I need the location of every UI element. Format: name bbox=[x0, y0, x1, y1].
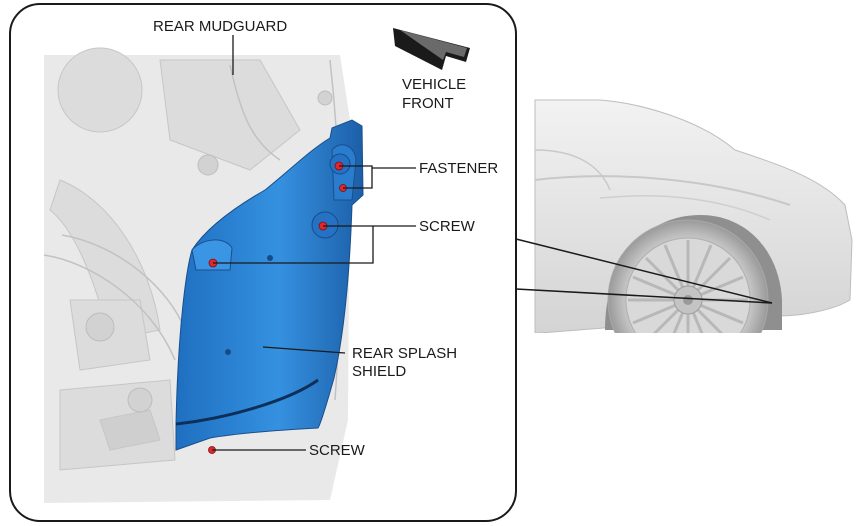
label-fastener: FASTENER bbox=[419, 160, 498, 177]
label-screw-upper: SCREW bbox=[419, 218, 476, 235]
label-rear-splash-shield-line2: SHIELD bbox=[352, 363, 406, 380]
car-overview bbox=[530, 99, 860, 526]
callout-connector bbox=[515, 238, 773, 304]
label-screw-lower: SCREW bbox=[309, 442, 366, 459]
leader-lines bbox=[212, 35, 416, 451]
label-rear-splash-shield-line1: REAR SPLASH bbox=[352, 345, 457, 362]
label-vehicle-front-line1: VEHICLE bbox=[402, 76, 466, 93]
label-vehicle-front-line2: FRONT bbox=[402, 95, 454, 112]
detail-frame bbox=[9, 3, 517, 522]
detail-view bbox=[9, 3, 517, 522]
vehicle-front-arrow-icon bbox=[393, 28, 470, 70]
label-rear-mudguard: REAR MUDGUARD bbox=[153, 18, 287, 35]
rear-splash-shield-part bbox=[175, 119, 364, 451]
